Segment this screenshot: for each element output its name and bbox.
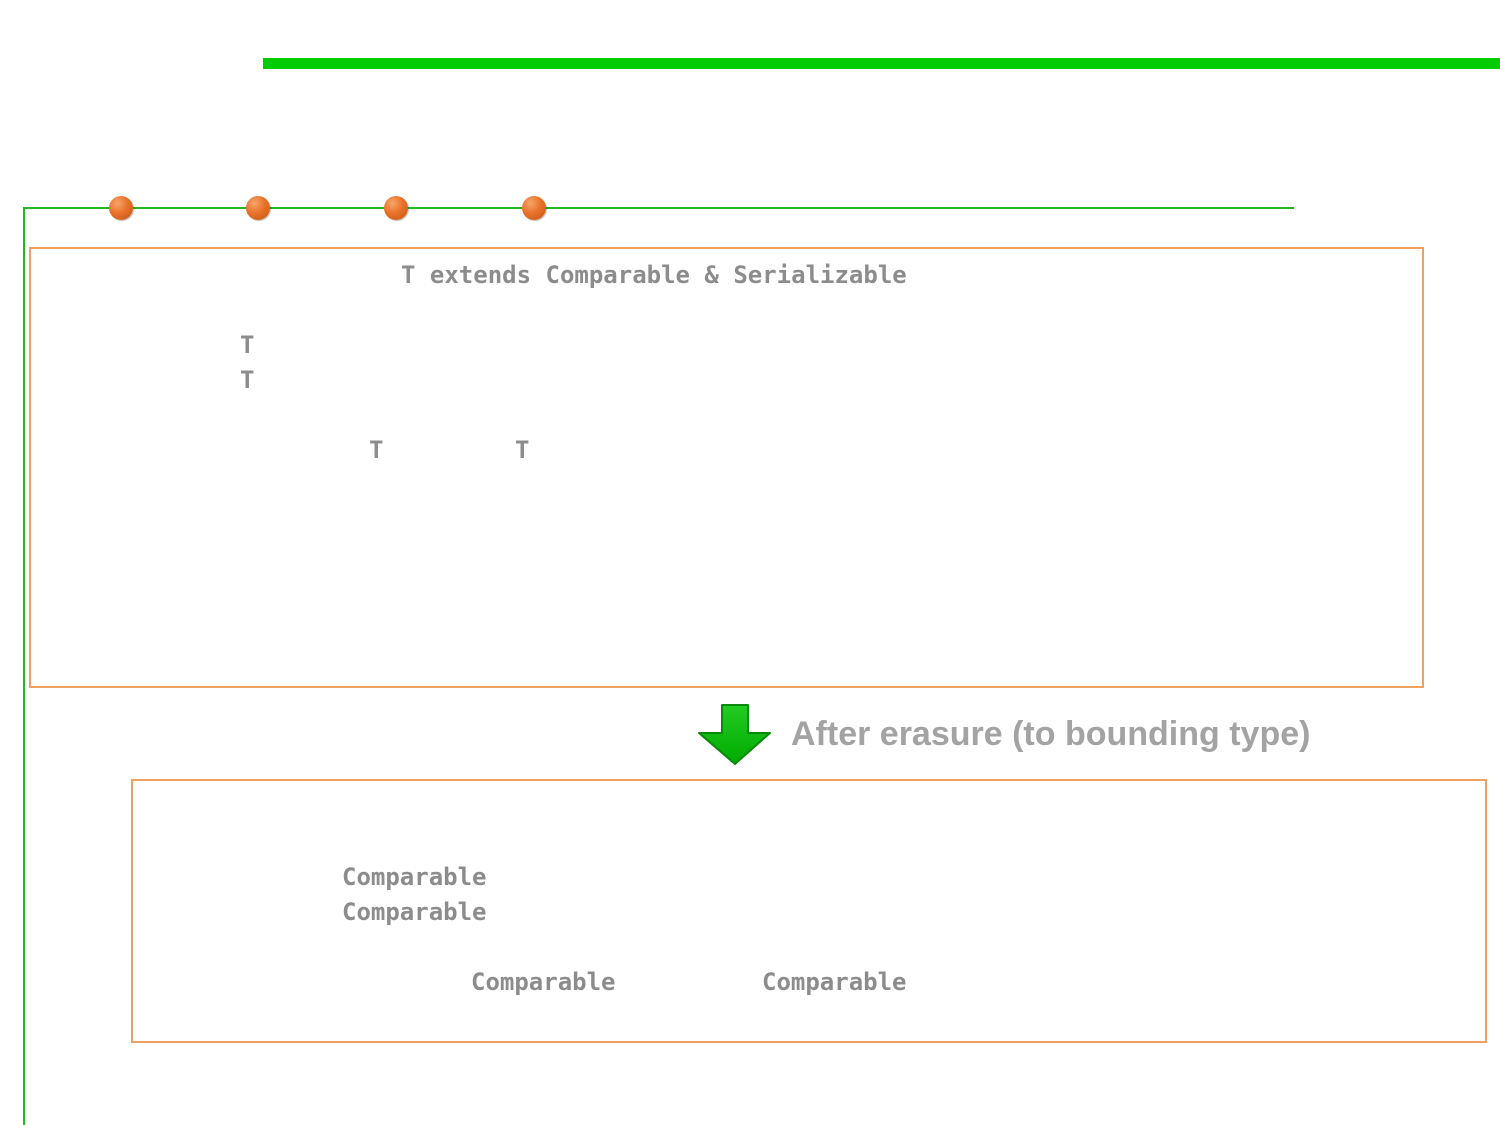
orange-ball-icon <box>384 196 408 220</box>
erased-field-type-token: Comparable <box>342 898 487 926</box>
down-arrow-icon <box>698 704 771 765</box>
orange-ball-icon <box>109 196 133 220</box>
erased-code-box: Comparable Comparable Comparable Compara… <box>131 779 1487 1043</box>
orange-ball-icon <box>246 196 270 220</box>
timeline-rule <box>23 207 1294 209</box>
erased-param-type-token: Comparable <box>471 968 616 996</box>
param-type-token: T <box>515 436 530 464</box>
generic-code-box: T extends Comparable & Serializable T T … <box>29 247 1424 688</box>
erased-param-type-token: Comparable <box>762 968 907 996</box>
title-accent-bar <box>263 58 1500 69</box>
field-type-token: T <box>240 331 255 359</box>
type-bound-clause: T extends Comparable & Serializable <box>401 261 907 289</box>
field-type-token: T <box>240 366 255 394</box>
orange-ball-icon <box>522 196 546 220</box>
erasure-caption: After erasure (to bounding type) <box>791 715 1311 753</box>
erased-field-type-token: Comparable <box>342 863 487 891</box>
param-type-token: T <box>369 436 384 464</box>
left-vertical-rule <box>23 207 25 1125</box>
